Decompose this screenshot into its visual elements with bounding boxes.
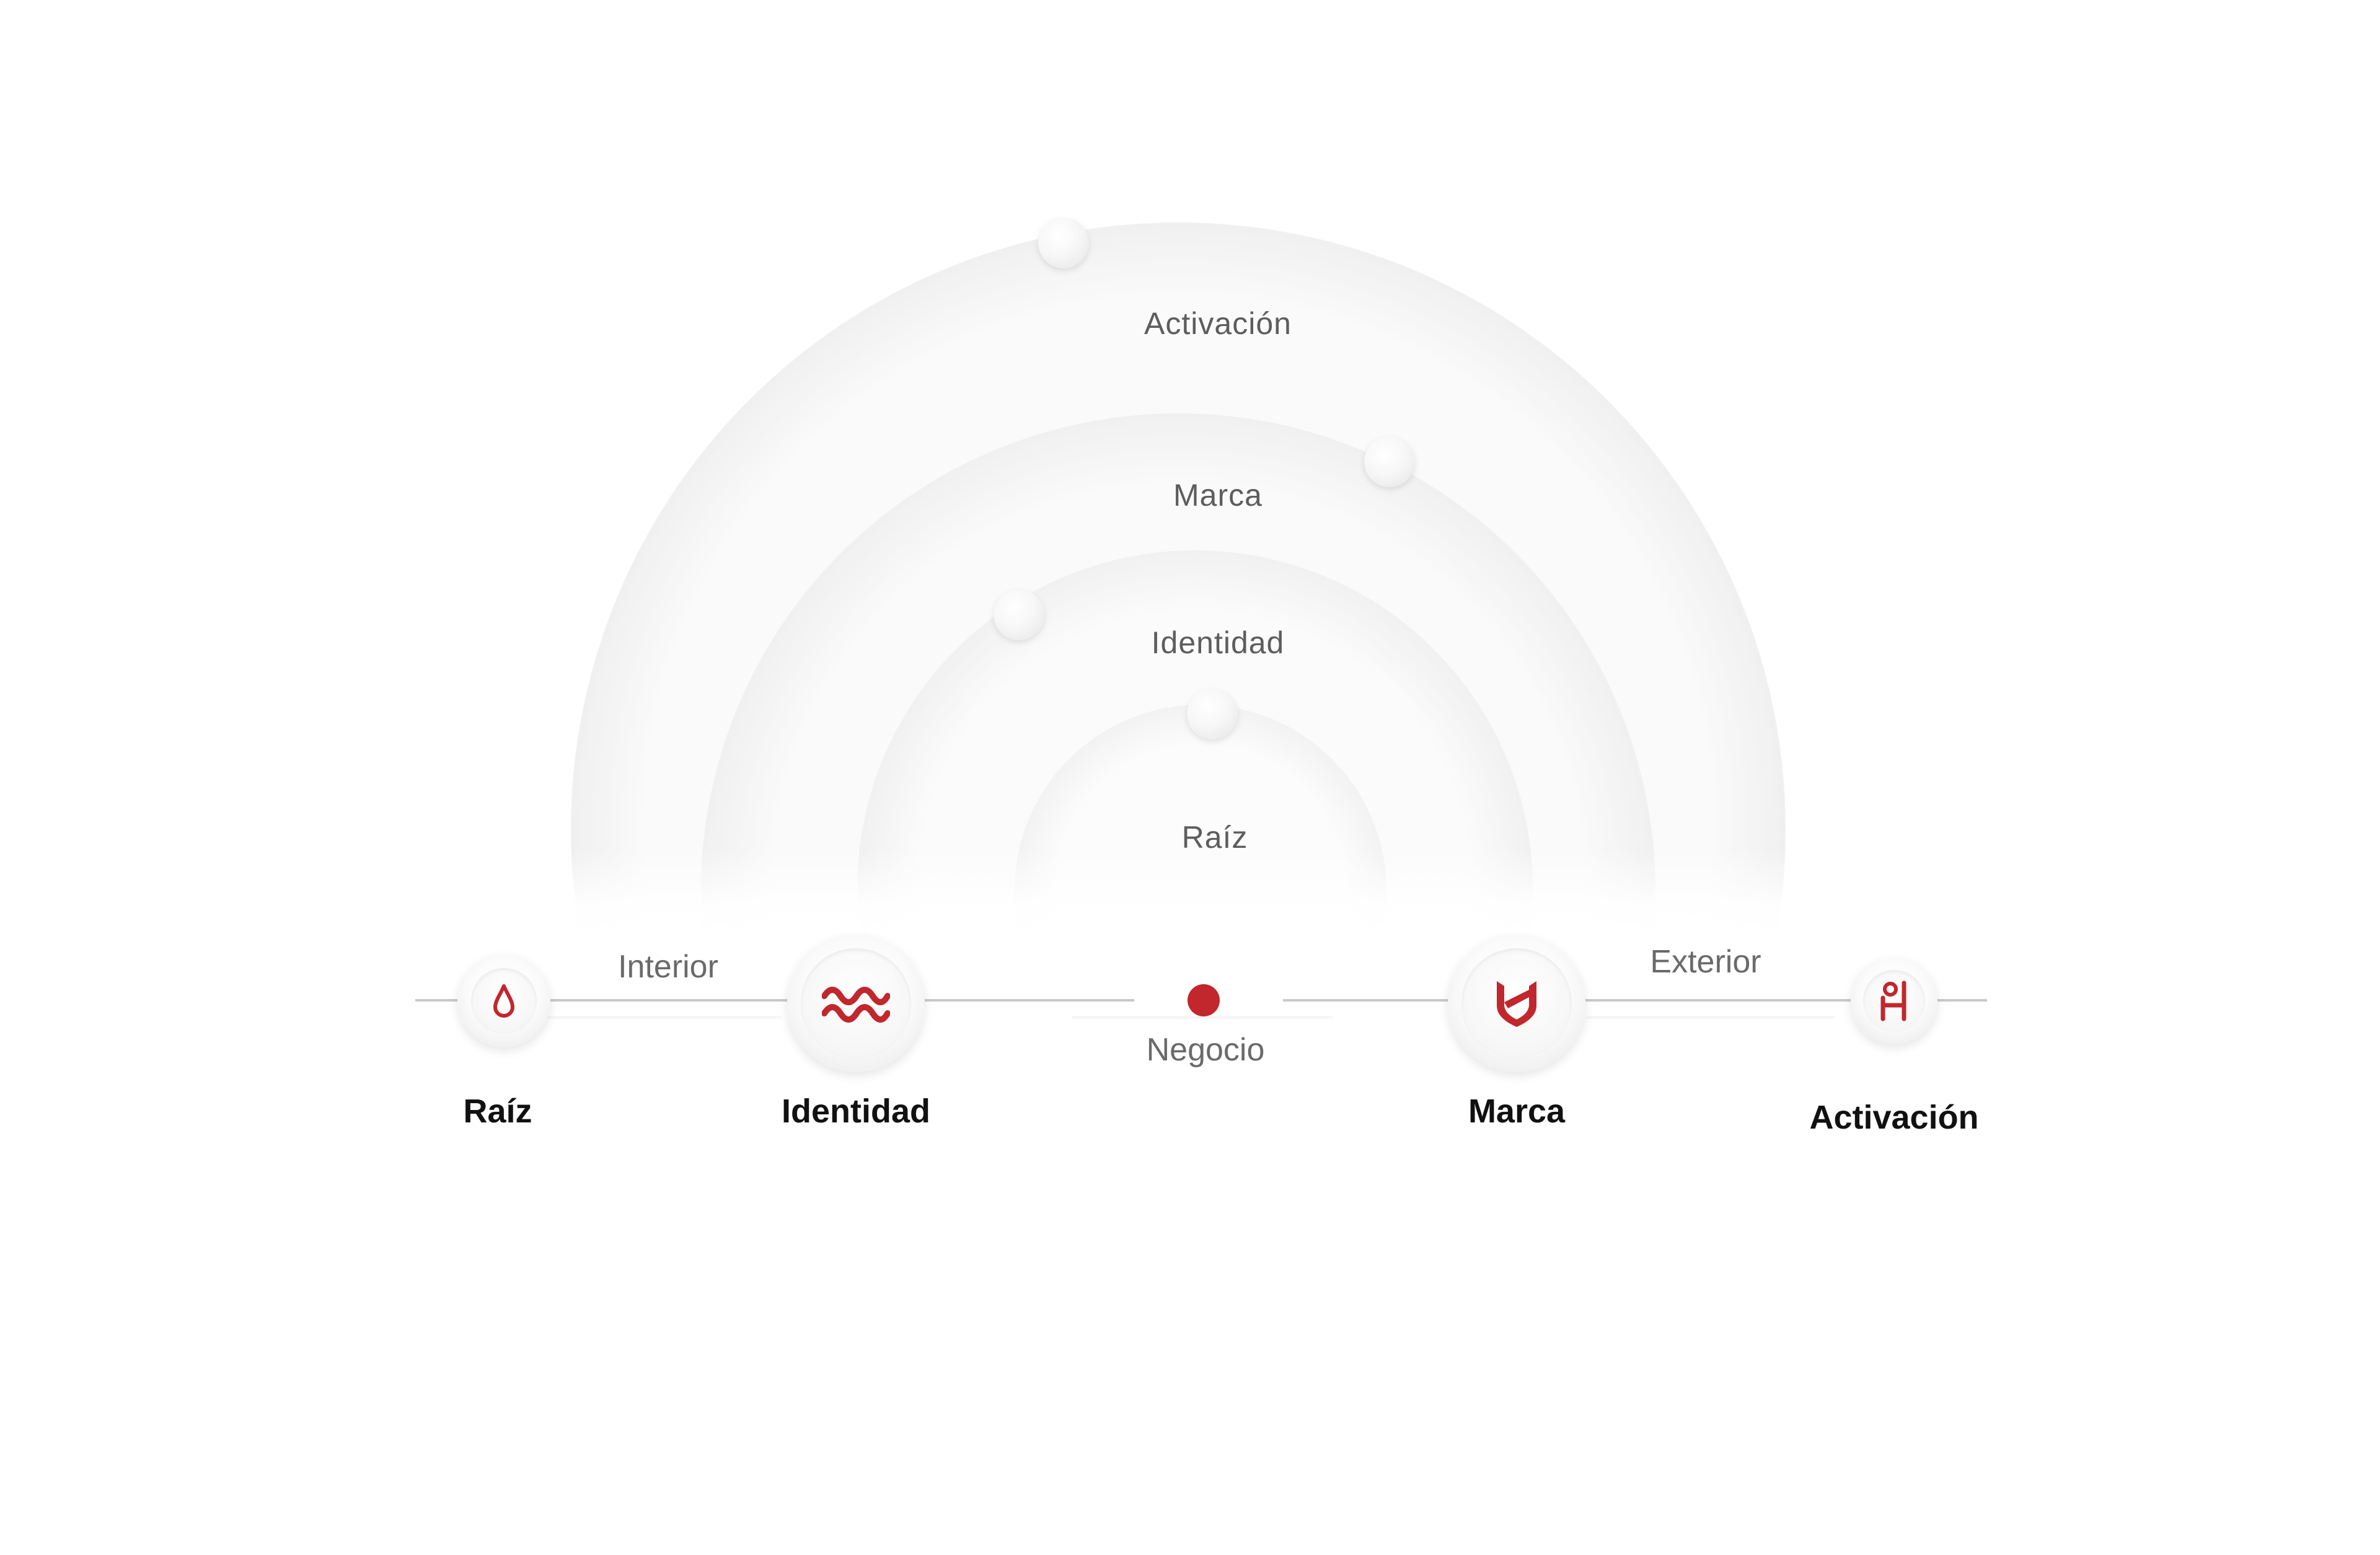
ring-label-identidad: Identidad <box>1151 625 1285 660</box>
node-label-activacion: Activación <box>1809 1099 1979 1136</box>
ring-bead-identidad <box>994 589 1044 640</box>
axis-line-segment <box>1935 999 1987 1002</box>
ring-bead-raiz <box>1187 689 1238 739</box>
axis-line-segment <box>923 999 1134 1002</box>
ring-bead-activacion <box>1038 218 1089 268</box>
node-marca-inner <box>1461 948 1572 1059</box>
node-marca <box>1448 935 1585 1072</box>
node-raiz-inner <box>471 968 537 1034</box>
ring-label-marca: Marca <box>1173 478 1263 513</box>
shield-icon <box>1497 981 1536 1027</box>
waves-icon <box>822 987 890 1023</box>
axis-label-negocio: Negocio <box>1146 1032 1265 1068</box>
ring-bead-marca <box>1364 436 1415 487</box>
axis-shadow <box>1587 1016 1835 1020</box>
ring-label-raiz: Raíz <box>1181 820 1248 855</box>
axis-line-segment <box>1585 999 1852 1002</box>
node-raiz <box>457 954 550 1047</box>
ring-label-activacion: Activación <box>1144 306 1292 341</box>
axis-label-interior: Interior <box>618 949 718 985</box>
axis-line-segment <box>415 999 474 1002</box>
node-label-identidad: Identidad <box>782 1093 930 1130</box>
axis-shadow <box>1072 1016 1333 1020</box>
axis-label-exterior: Exterior <box>1650 944 1761 980</box>
node-activacion-inner <box>1863 970 1925 1032</box>
node-label-marca: Marca <box>1468 1093 1566 1130</box>
center-dot <box>1188 984 1220 1016</box>
arc-fade <box>0 849 2380 1555</box>
node-activacion <box>1851 958 1937 1044</box>
drop-icon <box>493 984 514 1018</box>
axis-line-segment <box>538 999 788 1002</box>
node-label-raiz: Raíz <box>463 1093 532 1130</box>
node-identidad-inner <box>801 948 911 1059</box>
axis-shadow <box>533 1016 781 1020</box>
axis-line-segment <box>1283 999 1454 1002</box>
node-identidad <box>787 935 925 1072</box>
person-icon <box>1880 980 1906 1021</box>
